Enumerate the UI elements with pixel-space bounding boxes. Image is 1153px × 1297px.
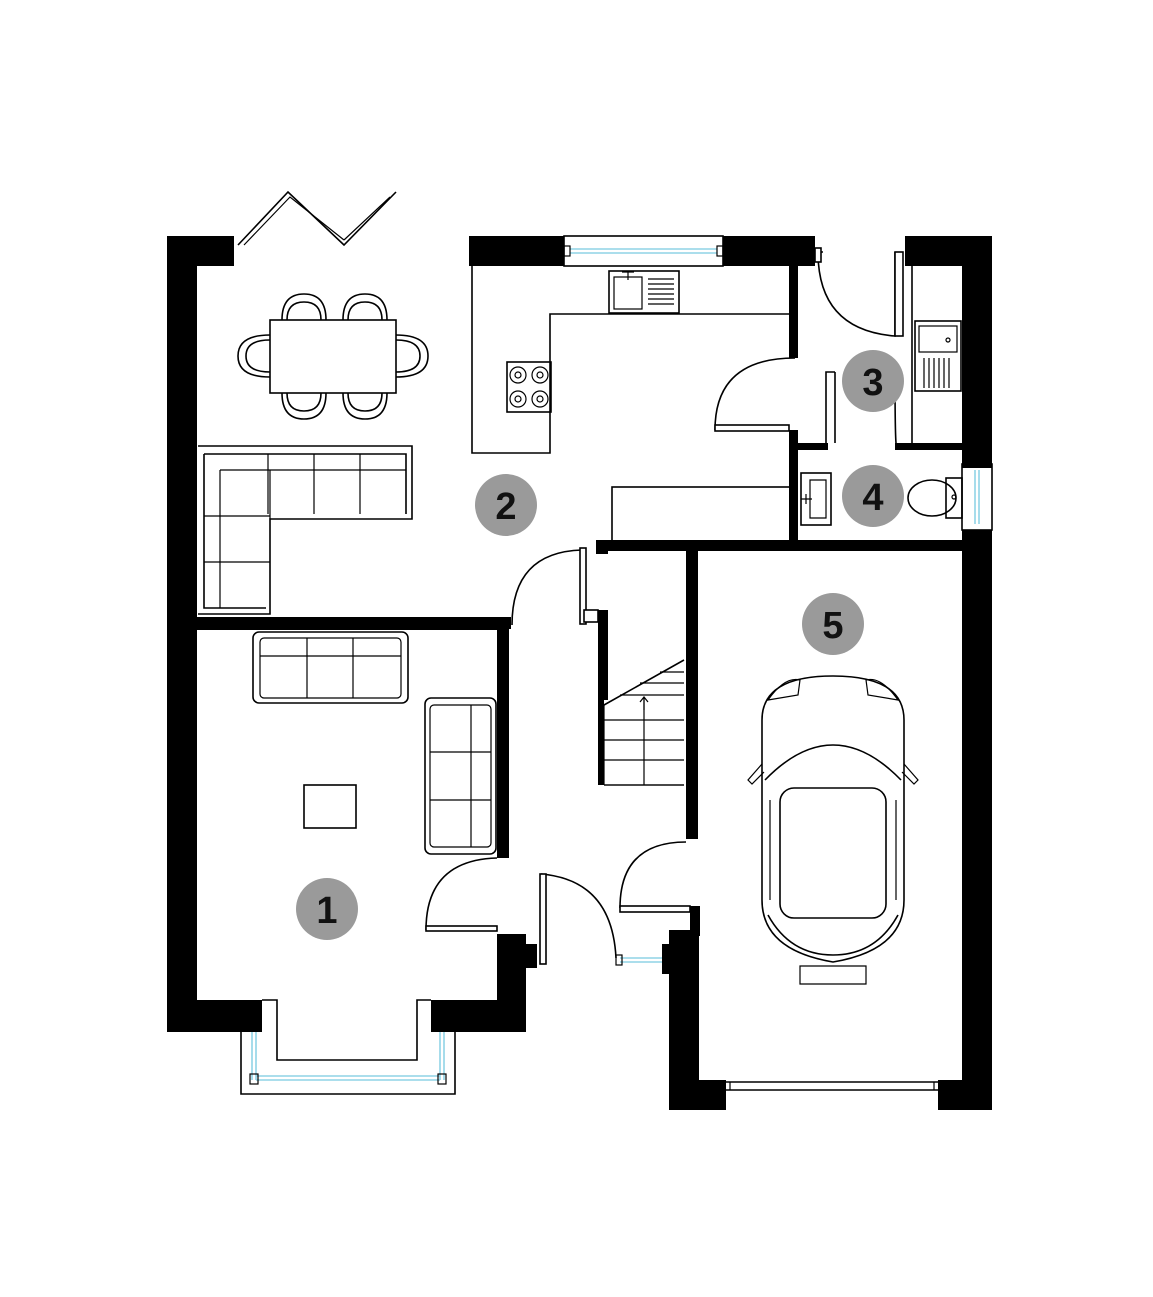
room-label-1: 1	[316, 890, 337, 932]
wc-window	[961, 463, 993, 531]
front-door-glazing	[615, 954, 662, 966]
external-walls	[167, 236, 992, 1110]
kitchen-window	[563, 235, 724, 267]
room-badge-3: 3	[842, 350, 904, 412]
armchair-sofa-icon	[424, 697, 497, 855]
staircase-icon	[603, 659, 685, 786]
room-label-5: 5	[822, 605, 843, 647]
coffee-table-icon	[303, 784, 357, 829]
kitchen-sink-icon	[608, 270, 680, 314]
hob-icon	[506, 361, 552, 413]
car-icon	[747, 675, 919, 985]
internal-walls	[197, 266, 962, 936]
room-label-3: 3	[862, 362, 883, 404]
room-badge-2: 2	[475, 474, 537, 536]
dining-table-icon	[237, 293, 429, 420]
room-badge-4: 4	[842, 465, 904, 527]
sofa-icon	[252, 631, 409, 704]
basin-icon	[800, 472, 832, 526]
room-label-2: 2	[495, 486, 516, 528]
room-badge-5: 5	[802, 593, 864, 655]
toilet-icon	[907, 477, 963, 519]
room-badge-1: 1	[296, 878, 358, 940]
corner-sofa-icon	[198, 445, 413, 615]
room-label-4: 4	[862, 477, 883, 519]
bay-window-icon	[240, 999, 456, 1095]
garage-door-icon	[726, 1081, 938, 1091]
utility-sink-icon	[911, 265, 962, 445]
bifold-door-icon	[237, 190, 397, 247]
doors	[425, 247, 904, 965]
